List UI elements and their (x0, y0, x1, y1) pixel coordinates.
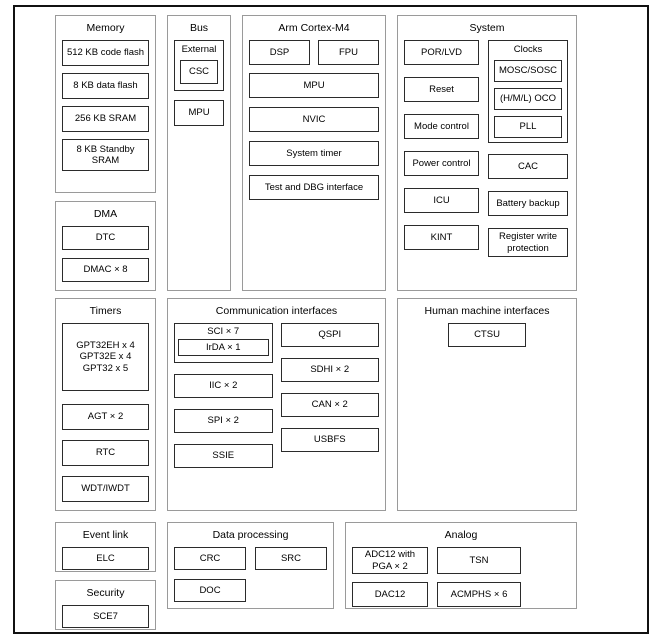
group-arm-cortex-m4: Arm Cortex-M4 DSP FPU MPU NVIC System ti… (242, 15, 386, 291)
block-src[interactable]: SRC (255, 547, 327, 570)
group-title-cortex: Arm Cortex-M4 (278, 22, 350, 34)
block-dac12[interactable]: DAC12 (352, 582, 428, 607)
communication-columns: SCI × 7 IrDA × 1 IIC × 2 SPI × 2 SSIE QS… (174, 323, 379, 479)
group-title-dma: DMA (93, 208, 118, 220)
subgroup-title-external: External (181, 44, 217, 55)
block-por-lvd[interactable]: POR/LVD (404, 40, 479, 65)
data-processing-left-column: CRC DOC (174, 547, 246, 611)
block-code-flash[interactable]: 512 KB code flash (62, 40, 149, 66)
block-oco[interactable]: (H/M/L) OCO (494, 88, 562, 110)
block-dtc[interactable]: DTC (62, 226, 149, 250)
event-security-column: Event link ELC Security SCE7 (55, 522, 156, 630)
group-human-machine-interfaces: Human machine interfaces CTSU (397, 298, 577, 511)
block-csc[interactable]: CSC (180, 60, 218, 84)
block-sce7[interactable]: SCE7 (62, 605, 149, 628)
block-power-control[interactable]: Power control (404, 151, 479, 176)
diagram-row-bottom: Event link ELC Security SCE7 Data proces… (55, 522, 645, 632)
analog-left-column: ADC12 with PGA × 2 DAC12 (352, 547, 428, 615)
memory-dma-column: Memory 512 KB code flash 8 KB data flash… (55, 12, 156, 291)
group-title-memory: Memory (86, 22, 125, 34)
block-usbfs[interactable]: USBFS (280, 428, 379, 452)
block-system-timer[interactable]: System timer (249, 141, 379, 166)
analog-columns: ADC12 with PGA × 2 DAC12 TSN ACMPHS × 6 (352, 547, 570, 615)
system-columns: POR/LVD Reset Mode control Power control… (404, 40, 570, 269)
block-reset[interactable]: Reset (404, 77, 479, 102)
block-sdhi[interactable]: SDHI × 2 (280, 358, 379, 382)
block-doc[interactable]: DOC (174, 579, 246, 602)
group-event-link: Event link ELC (55, 522, 156, 572)
block-irda[interactable]: IrDA × 1 (178, 339, 269, 356)
group-title-communication: Communication interfaces (215, 305, 338, 317)
block-ctsu[interactable]: CTSU (448, 323, 526, 347)
data-processing-columns: CRC DOC SRC (174, 547, 327, 611)
block-cac[interactable]: CAC (488, 154, 568, 179)
system-right-column: Clocks MOSC/SOSC (H/M/L) OCO PLL CAC Bat… (488, 40, 568, 269)
group-bus: Bus External CSC MPU (167, 15, 231, 291)
block-standby-sram[interactable]: 8 KB Standby SRAM (62, 139, 149, 171)
block-sram[interactable]: 256 KB SRAM (62, 106, 149, 132)
group-system: System POR/LVD Reset Mode control Power … (397, 15, 577, 291)
block-register-write-protection[interactable]: Register write protection (488, 228, 568, 257)
block-sci[interactable]: SCI × 7 IrDA × 1 (174, 323, 273, 363)
subgroup-title-clocks: Clocks (513, 44, 543, 55)
block-spi[interactable]: SPI × 2 (174, 409, 273, 433)
group-security: Security SCE7 (55, 580, 156, 630)
block-crc[interactable]: CRC (174, 547, 246, 570)
block-ssie[interactable]: SSIE (174, 444, 273, 468)
block-mosc-sosc[interactable]: MOSC/SOSC (494, 60, 562, 82)
block-kint[interactable]: KINT (404, 225, 479, 250)
block-acmphs[interactable]: ACMPHS × 6 (437, 582, 521, 607)
group-title-hmi: Human machine interfaces (424, 305, 550, 317)
diagram-canvas: Memory 512 KB code flash 8 KB data flash… (15, 7, 647, 632)
subgroup-clocks: Clocks MOSC/SOSC (H/M/L) OCO PLL (488, 40, 568, 143)
block-dsp[interactable]: DSP (249, 40, 310, 65)
group-title-analog: Analog (444, 529, 478, 541)
diagram-outer-frame: Memory 512 KB code flash 8 KB data flash… (13, 5, 649, 634)
group-title-timers: Timers (89, 305, 122, 317)
group-dma: DMA DTC DMAC × 8 (55, 201, 156, 291)
block-pll[interactable]: PLL (494, 116, 562, 138)
block-iic[interactable]: IIC × 2 (174, 374, 273, 398)
block-qspi[interactable]: QSPI (280, 323, 379, 347)
block-rtc[interactable]: RTC (62, 440, 149, 466)
block-tsn[interactable]: TSN (437, 547, 521, 574)
block-cortex-mpu[interactable]: MPU (249, 73, 379, 98)
subgroup-external-bus: External CSC (174, 40, 224, 91)
group-title-system: System (469, 22, 505, 34)
diagram-row-top: Memory 512 KB code flash 8 KB data flash… (55, 12, 645, 291)
block-gpt[interactable]: GPT32EH x 4 GPT32E x 4 GPT32 x 5 (62, 323, 149, 391)
block-wdt-iwdt[interactable]: WDT/IWDT (62, 476, 149, 502)
block-bus-mpu[interactable]: MPU (174, 100, 224, 126)
block-can[interactable]: CAN × 2 (280, 393, 379, 417)
cortex-top-row: DSP FPU (249, 40, 379, 65)
block-adc12[interactable]: ADC12 with PGA × 2 (352, 547, 428, 574)
communication-left-column: SCI × 7 IrDA × 1 IIC × 2 SPI × 2 SSIE (174, 323, 273, 479)
block-battery-backup[interactable]: Battery backup (488, 191, 568, 216)
block-test-dbg-interface[interactable]: Test and DBG interface (249, 175, 379, 200)
block-icu[interactable]: ICU (404, 188, 479, 213)
group-title-bus: Bus (189, 22, 209, 34)
block-mode-control[interactable]: Mode control (404, 114, 479, 139)
block-nvic[interactable]: NVIC (249, 107, 379, 132)
group-communication-interfaces: Communication interfaces SCI × 7 IrDA × … (167, 298, 386, 511)
group-title-security: Security (86, 587, 125, 599)
analog-right-column: TSN ACMPHS × 6 (437, 547, 521, 615)
block-agt[interactable]: AGT × 2 (62, 404, 149, 430)
block-elc[interactable]: ELC (62, 547, 149, 570)
group-data-processing: Data processing CRC DOC SRC (167, 522, 334, 609)
group-timers: Timers GPT32EH x 4 GPT32E x 4 GPT32 x 5 … (55, 298, 156, 511)
communication-right-column: QSPI SDHI × 2 CAN × 2 USBFS (280, 323, 379, 479)
block-dmac[interactable]: DMAC × 8 (62, 258, 149, 282)
group-title-data-processing: Data processing (212, 529, 289, 541)
diagram-row-middle: Timers GPT32EH x 4 GPT32E x 4 GPT32 x 5 … (55, 298, 645, 514)
group-analog: Analog ADC12 with PGA × 2 DAC12 TSN ACMP… (345, 522, 577, 609)
block-sci-label: SCI × 7 (207, 326, 240, 337)
block-fpu[interactable]: FPU (318, 40, 379, 65)
group-title-event-link: Event link (82, 529, 129, 541)
data-processing-right-column: SRC (255, 547, 327, 611)
system-left-column: POR/LVD Reset Mode control Power control… (404, 40, 479, 269)
group-memory: Memory 512 KB code flash 8 KB data flash… (55, 15, 156, 193)
block-data-flash[interactable]: 8 KB data flash (62, 73, 149, 99)
